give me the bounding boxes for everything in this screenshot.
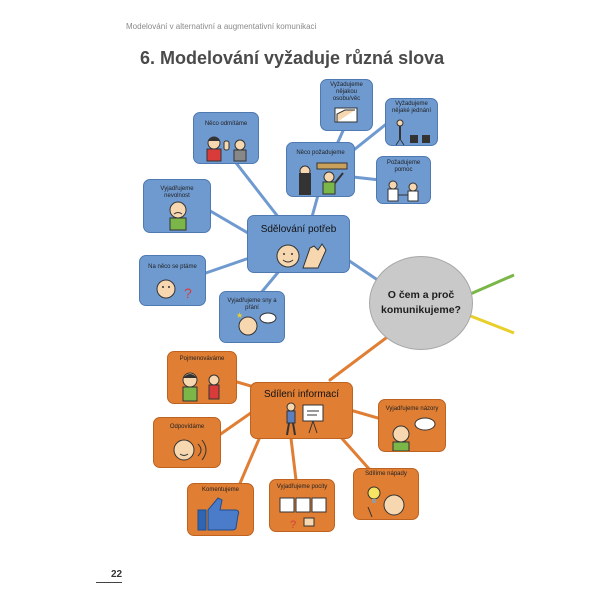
- answering-face-icon: [173, 439, 207, 461]
- node-vyjadrujeme-sny: Vyjadřujeme sny a přání ★: [219, 291, 285, 343]
- node-vyjadrujeme-nazory-label: Vyjadřujeme názory: [385, 406, 439, 412]
- node-komentujeme-label: Komentujeme: [201, 487, 240, 493]
- node-na-neco-se-ptame-label: Na něco se ptáme: [148, 264, 197, 270]
- thumbs-up-icon: [197, 497, 240, 531]
- feelings-faces-icon: ?: [279, 497, 327, 531]
- waving-hand-face-icon: [276, 243, 327, 269]
- node-neco-odmitame: Něco odmítáme: [193, 112, 259, 164]
- hub-sdelovani-potreb-label: Sdělování potřeb: [260, 224, 337, 235]
- node-vyjadrujeme-nevolnost: Vyjadřujeme nevolnost: [143, 179, 211, 233]
- yellow-branch: [467, 313, 515, 335]
- node-na-neco-se-ptame: Na něco se ptáme ?: [139, 255, 206, 306]
- node-pozadujeme-pomoc-label: Požadujeme pomoc: [386, 160, 421, 173]
- hub-sdelovani-potreb: Sdělování potřeb: [247, 215, 350, 273]
- presenter-board-icon: [286, 402, 324, 436]
- node-odpovidame-label: Odpovídáme: [169, 424, 205, 430]
- requesting-people-icon: [299, 162, 348, 195]
- svg-text:★: ★: [236, 311, 243, 320]
- connector-center-orange: [328, 333, 392, 382]
- node-vyzadujeme-jednani-label: Vyžadujeme nějaké jednání: [391, 101, 432, 114]
- node-vyjadrujeme-pocity: Vyjadřujeme pocity ?: [269, 479, 335, 532]
- running-header: Modelování v alternativní a augmentativn…: [126, 22, 317, 31]
- node-neco-pozadujeme: Něco požadujeme: [286, 142, 355, 197]
- node-sdilime-napady-label: Sdílíme nápady: [365, 471, 407, 477]
- page-title: 6. Modelování vyžaduje různá slova: [140, 48, 445, 68]
- node-vyjadrujeme-nazory: Vyjadřujeme názory: [378, 399, 446, 452]
- hub-sdileni-informaci: Sdílení informací: [250, 382, 353, 439]
- page-number: 22: [111, 569, 123, 580]
- node-neco-pozadujeme-label: Něco požadujeme: [296, 150, 345, 156]
- node-pozadujeme-pomoc: Požadujeme pomoc: [376, 156, 431, 204]
- node-komentujeme: Komentujeme: [187, 483, 254, 536]
- svg-text:?: ?: [290, 519, 296, 531]
- page-number-underline: [96, 582, 122, 583]
- central-topic-line2: komunikujeme?: [381, 304, 461, 316]
- node-odpovidame: Odpovídáme: [153, 417, 221, 468]
- opinion-speech-icon: [392, 417, 436, 451]
- node-pojmenovavame-label: Pojmenováváme: [179, 356, 225, 362]
- central-topic-circle: O čem a proč komunikujeme?: [369, 256, 473, 350]
- node-vyzadujeme-jednani: Vyžadujeme nějaké jednání: [385, 98, 438, 146]
- node-pojmenovavame: Pojmenováváme: [167, 351, 237, 404]
- refusing-people-icon: [206, 136, 247, 162]
- naming-doll-icon: [182, 372, 220, 402]
- node-sdilime-napady: Sdílíme nápady: [353, 468, 419, 520]
- dreaming-face-icon: ★: [236, 311, 277, 336]
- green-branch: [467, 273, 515, 297]
- question-face-icon: ?: [156, 279, 192, 301]
- hand-object-icon: [334, 107, 358, 123]
- svg-text:?: ?: [184, 285, 192, 301]
- node-vyjadrujeme-nevolnost-label: Vyjadřujeme nevolnost: [160, 186, 194, 199]
- hub-sdileni-informaci-label: Sdílení informací: [263, 389, 340, 400]
- helping-people-icon: [387, 180, 419, 202]
- node-vyzadujeme-osobu: Vyžadujeme nějakou osobu/věc: [320, 79, 373, 131]
- sick-person-icon: [169, 201, 187, 231]
- node-vyzadujeme-osobu-label: Vyžadujeme nějakou osobu/věc: [330, 82, 363, 102]
- node-vyjadrujeme-pocity-label: Vyjadřujeme pocity: [276, 484, 328, 490]
- node-vyjadrujeme-sny-label: Vyjadřujeme sny a přání: [227, 298, 277, 311]
- action-figure-icon: [395, 119, 430, 145]
- central-topic-line1: O čem a proč: [387, 289, 455, 301]
- idea-bulb-icon: [367, 486, 405, 518]
- node-neco-odmitame-label: Něco odmítáme: [204, 121, 248, 127]
